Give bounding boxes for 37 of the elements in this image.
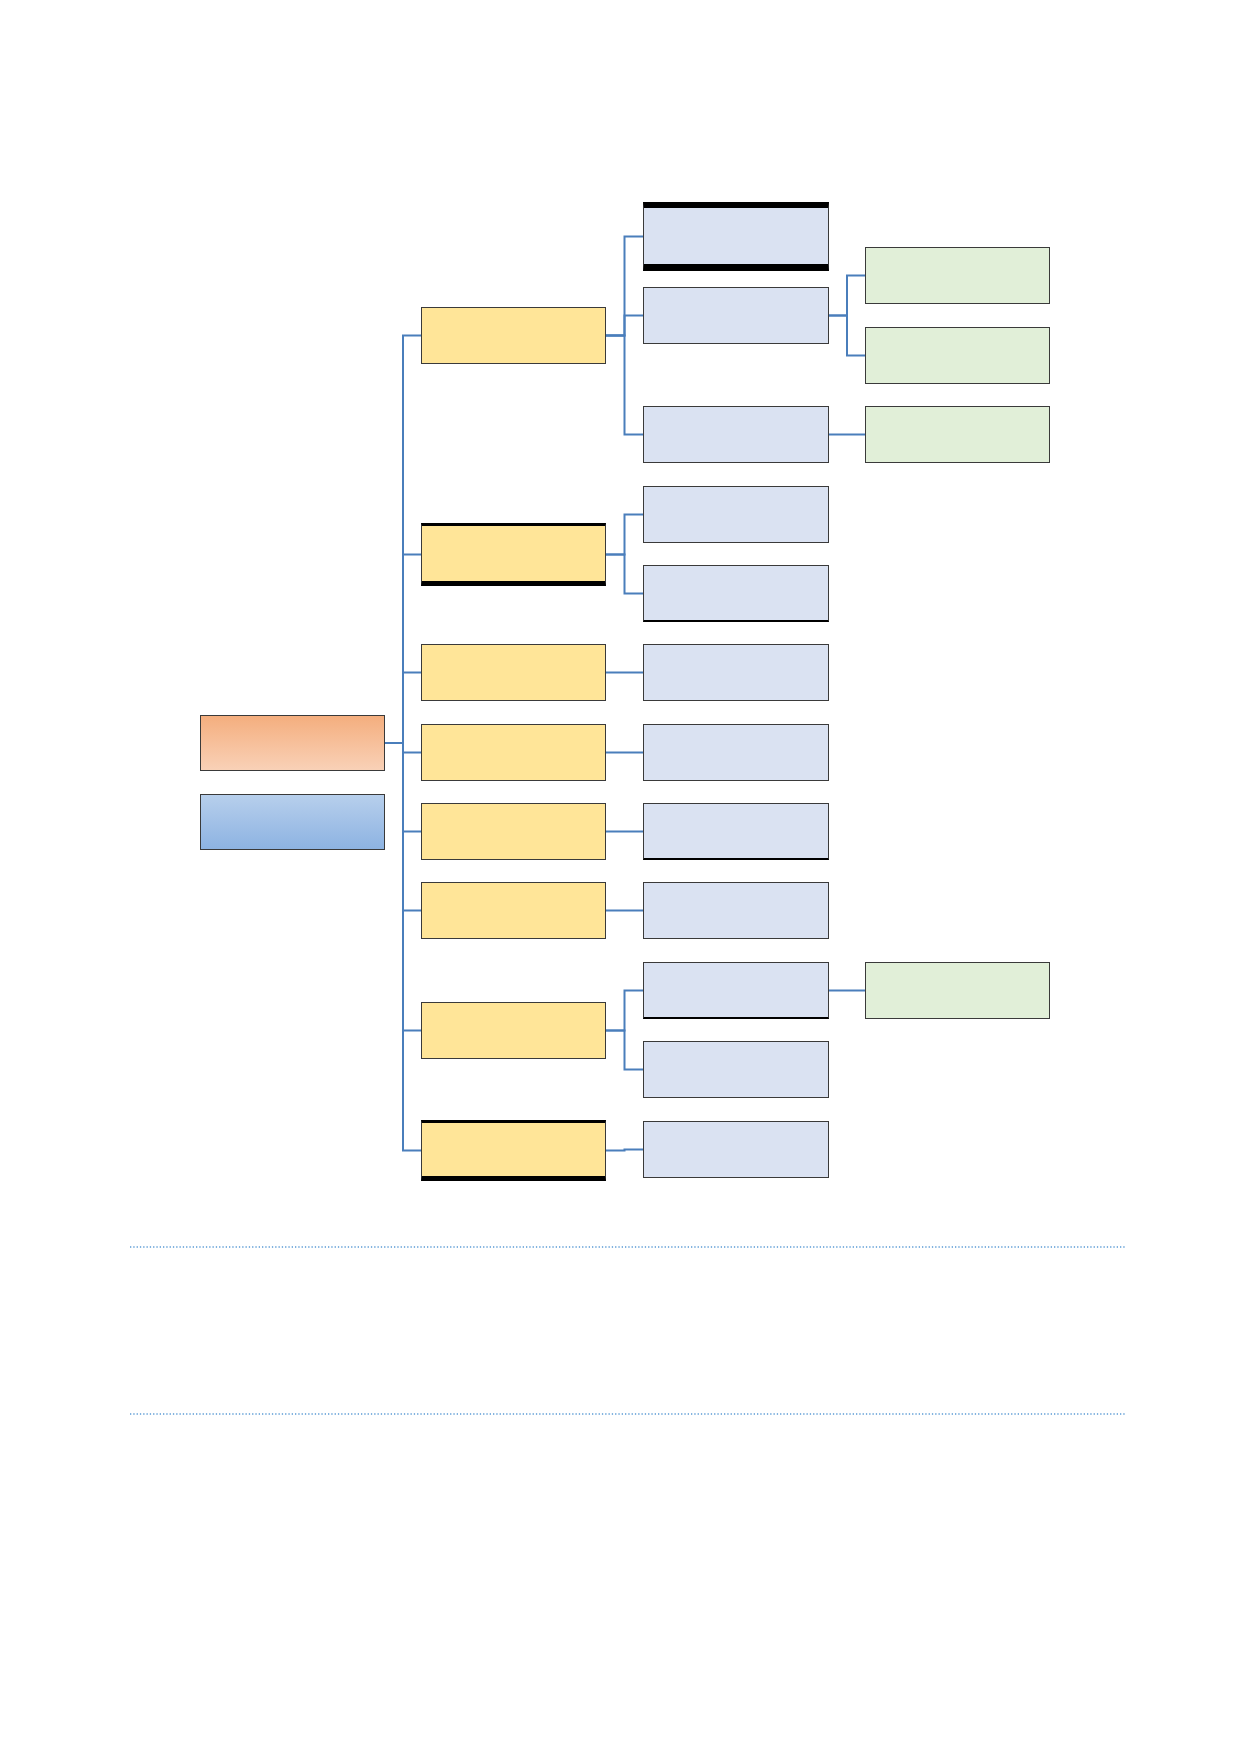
- blank-box: [421, 1002, 606, 1059]
- blank-box: [643, 803, 829, 860]
- connector-line: [605, 553, 644, 595]
- blank-box: [643, 486, 829, 543]
- blank-box: [421, 724, 606, 781]
- blank-box: [421, 803, 606, 860]
- blank-box: [643, 406, 829, 463]
- blank-box: [421, 523, 606, 586]
- connector-line: [605, 334, 644, 436]
- connector-line: [605, 671, 644, 674]
- blank-box: [865, 247, 1050, 304]
- connector-line: [828, 433, 866, 436]
- connector-line: [605, 751, 644, 754]
- blank-box: [643, 287, 829, 344]
- blank-box: [865, 962, 1050, 1019]
- blank-box: [200, 715, 385, 771]
- connector-line: [605, 1148, 644, 1152]
- blank-box: [865, 327, 1050, 384]
- blank-box: [421, 1120, 606, 1181]
- blank-box: [421, 882, 606, 939]
- blank-box: [643, 644, 829, 701]
- blank-box: [421, 644, 606, 701]
- connector-line: [828, 989, 866, 992]
- blank-box: [643, 202, 829, 271]
- blank-box: [865, 406, 1050, 463]
- blank-box: [421, 307, 606, 364]
- blank-box: [643, 882, 829, 939]
- connector-line: [828, 314, 866, 357]
- blank-box: [643, 962, 829, 1019]
- connector-line: [605, 909, 644, 912]
- blank-box: [643, 724, 829, 781]
- blank-box: [200, 794, 385, 850]
- blank-box: [643, 1041, 829, 1098]
- connector-line: [605, 830, 644, 833]
- blank-box: [643, 1121, 829, 1178]
- connector-line: [605, 1029, 644, 1071]
- blank-box: [643, 565, 829, 622]
